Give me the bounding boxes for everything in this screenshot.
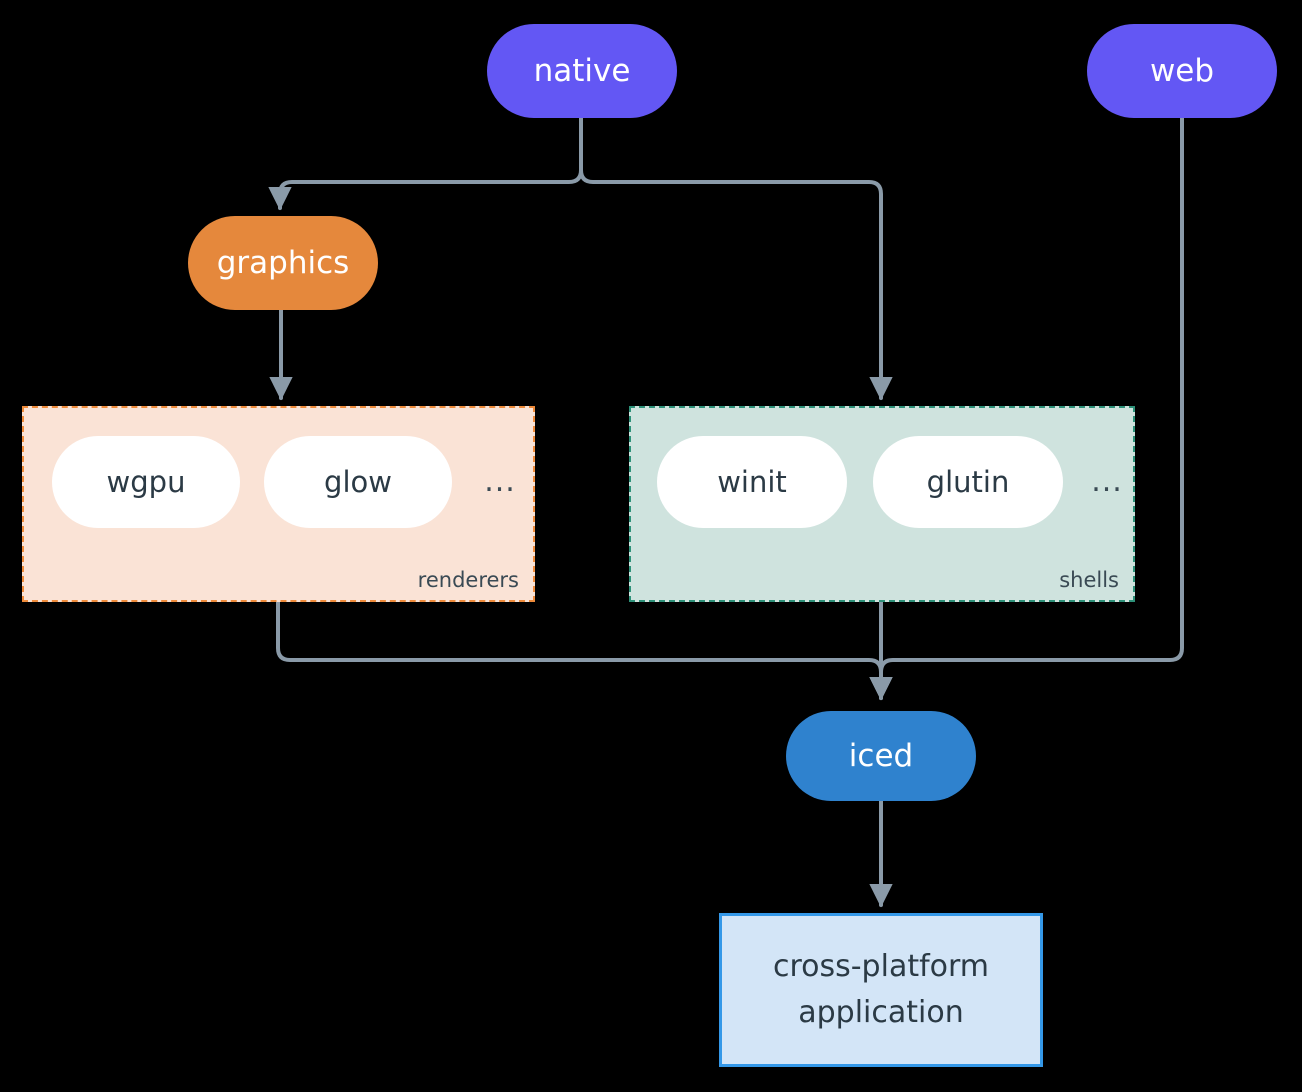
group-item-glow[interactable]: glow: [264, 436, 452, 528]
group-shells[interactable]: winit glutin ... shells: [629, 406, 1135, 602]
group-shells-ellipsis: ...: [1091, 464, 1123, 499]
node-web[interactable]: web: [1087, 24, 1277, 118]
group-item-winit[interactable]: winit: [657, 436, 847, 528]
application-label-line2: application: [798, 995, 964, 1030]
edge-native-to-shells: [579, 116, 893, 401]
group-item-glutin[interactable]: glutin: [873, 436, 1063, 528]
group-renderers-ellipsis: ...: [484, 464, 516, 499]
edge-renderers-to-iced: [276, 600, 893, 701]
edge-native-to-graphics: [268, 116, 583, 211]
node-native[interactable]: native: [487, 24, 677, 118]
application-label-line1: cross-platform: [772, 948, 990, 984]
node-graphics[interactable]: graphics: [188, 216, 378, 310]
group-renderers-label: renderers: [417, 568, 519, 592]
node-iced[interactable]: iced: [786, 711, 976, 801]
group-item-wgpu[interactable]: wgpu: [52, 436, 240, 528]
group-shells-label: shells: [1059, 568, 1119, 592]
group-renderers[interactable]: wgpu glow ... renderers: [22, 406, 535, 602]
node-cross-platform-application[interactable]: cross-platform application: [719, 913, 1043, 1067]
